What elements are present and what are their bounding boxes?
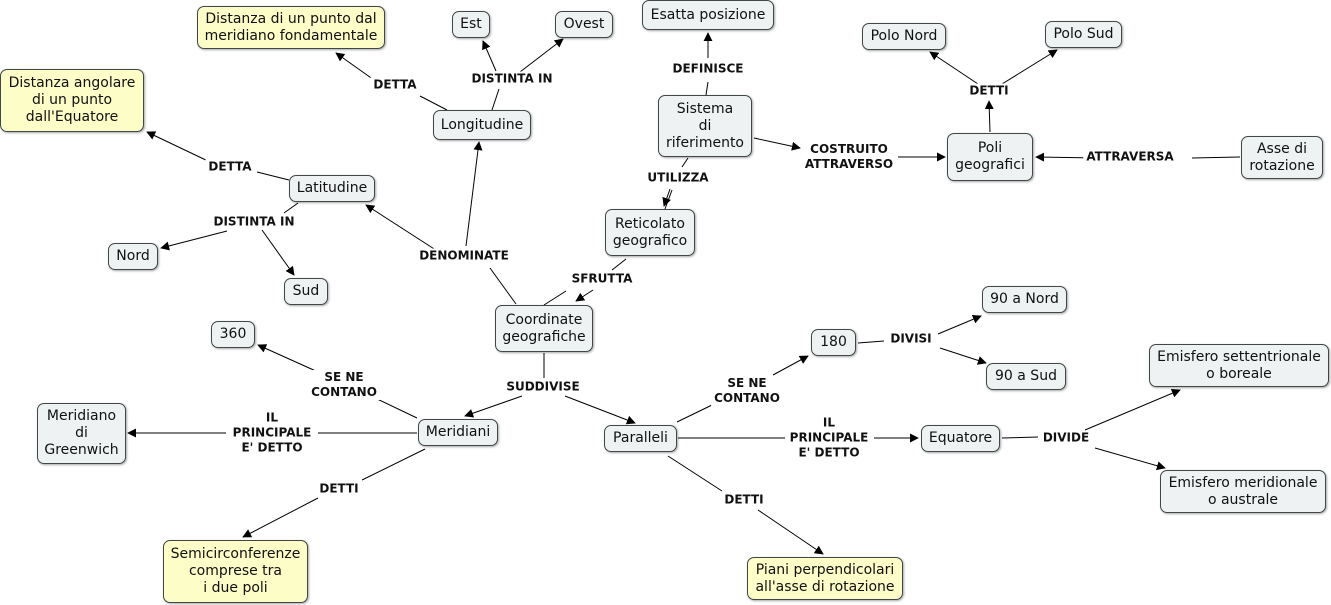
edge-detti-to-piani	[757, 509, 824, 555]
node-polo-nord[interactable]: Polo Nord	[862, 23, 946, 50]
link-label-se-ne-contano-meridiani: SE NE CONTANO	[308, 370, 380, 400]
edge-sfrutta-to-reticolato	[611, 258, 627, 271]
node-est[interactable]: Est	[452, 11, 490, 38]
node-reticolato-geografico[interactable]: Reticolato geografico	[605, 209, 695, 256]
node-asse-di-rotazione[interactable]: Asse di rotazione	[1241, 136, 1323, 179]
edge-meridiani-to-detti	[361, 448, 426, 481]
edge-sistema-to-definisce	[705, 81, 709, 96]
edge-divisi-to-90-sud	[939, 347, 987, 365]
node-semicirconferenze[interactable]: Semicirconferenze comprese tra i due pol…	[163, 540, 308, 603]
node-polo-sud[interactable]: Polo Sud	[1045, 21, 1122, 48]
edge-sistema-to-costruito	[753, 137, 801, 151]
edge-distinta-to-ovest	[519, 38, 564, 73]
edge-detta-to-distanza-angolare	[146, 131, 211, 163]
edge-se-ne-to-180	[772, 355, 809, 376]
link-label-costruito-attraverso: COSTRUITO ATTRAVERSO	[801, 142, 897, 172]
edge-180-to-divisi	[857, 340, 885, 344]
edge-detti-to-semicirconferenze	[242, 497, 319, 538]
link-label-detti-poli: DETTI	[966, 83, 1012, 99]
link-label-attraversa: ATTRAVERSA	[1083, 149, 1177, 165]
edge-suddivise-to-paralleli	[564, 395, 636, 425]
edge-paralleli-to-detti	[667, 455, 723, 492]
edge-detta-to-distanza-meridiano	[335, 52, 375, 81]
node-paralleli[interactable]: Paralleli	[604, 425, 677, 452]
edge-divisi-to-90-nord	[937, 314, 982, 335]
edge-utilizza-to-sistema	[681, 157, 689, 168]
node-180[interactable]: 180	[811, 329, 856, 356]
node-nord[interactable]: Nord	[108, 243, 158, 270]
edge-detti-to-polo-sud	[1001, 49, 1058, 85]
link-label-detti-paralleli: DETTI	[721, 492, 767, 508]
link-label-suddivise: SUDDIVISE	[503, 379, 583, 395]
node-90-nord[interactable]: 90 a Nord	[982, 286, 1067, 313]
edge-paralleli-to-se-ne	[676, 404, 713, 423]
edge-distinta-to-sud	[261, 229, 295, 276]
edge-se-ne-to-360	[257, 344, 319, 373]
node-equatore[interactable]: Equatore	[921, 425, 1000, 452]
link-label-distinta-in-longitudine: DISTINTA IN	[468, 71, 556, 87]
link-label-distinta-in-latitudine: DISTINTA IN	[210, 214, 298, 230]
edge-distinta-to-nord	[160, 230, 228, 251]
node-360[interactable]: 360	[211, 321, 255, 348]
node-90-sud[interactable]: 90 a Sud	[986, 363, 1066, 390]
edge-latitudine-to-detta	[256, 171, 290, 181]
node-meridiani[interactable]: Meridiani	[418, 419, 498, 446]
node-longitudine[interactable]: Longitudine	[433, 110, 531, 140]
node-sistema-di-riferimento[interactable]: Sistema di riferimento	[658, 95, 752, 157]
edge-coordinate-to-denominate	[489, 267, 517, 305]
edge-divide-to-emisfero-merid	[1094, 447, 1166, 471]
edge-detti-to-polo-nord	[929, 51, 979, 85]
node-distanza-angolare[interactable]: Distanza angolare di un punto dall'Equat…	[0, 69, 144, 132]
node-meridiano-greenwich[interactable]: Meridiano di Greenwich	[37, 403, 126, 464]
link-label-detta-latitudine: DETTA	[205, 159, 255, 175]
node-latitudine[interactable]: Latitudine	[289, 175, 375, 202]
link-label-principale-meridiani: IL PRINCIPALE E' DETTO	[229, 410, 315, 456]
node-sud[interactable]: Sud	[284, 278, 328, 305]
link-label-se-ne-contano-paralleli: SE NE CONTANO	[711, 376, 783, 406]
link-label-detta-longitudine: DETTA	[370, 77, 420, 93]
link-label-definisce: DEFINISCE	[669, 61, 747, 77]
edge-divide-to-emisfero-sett	[1084, 388, 1181, 431]
node-esatta-posizione[interactable]: Esatta posizione	[642, 0, 774, 30]
edge-latitudine-to-distinta	[283, 202, 299, 214]
edge-coordinate-to-sfrutta	[543, 290, 567, 306]
edge-equatore-to-divide	[1001, 436, 1039, 439]
edge-distinta-to-est	[482, 40, 497, 72]
link-label-utilizza: UTILIZZA	[644, 170, 712, 186]
link-label-detti-meridiani: DETTI	[316, 481, 362, 497]
node-emisfero-settentrionale[interactable]: Emisfero settentrionale o boreale	[1149, 344, 1329, 387]
link-label-denominate: DENOMINATE	[416, 248, 512, 264]
node-emisfero-meridionale[interactable]: Emisfero meridionale o australe	[1160, 470, 1326, 513]
node-poli-geografici[interactable]: Poli geografici	[947, 133, 1033, 181]
node-coordinate-geografiche[interactable]: Coordinate geografiche	[495, 305, 593, 352]
link-label-sfrutta: SFRUTTA	[568, 271, 636, 287]
edge-longitudine-to-detta	[419, 95, 448, 111]
link-label-divide: DIVIDE	[1039, 430, 1093, 446]
node-distanza-meridiano[interactable]: Distanza di un punto dal meridiano fonda…	[197, 6, 385, 49]
edge-denominate-to-latitudine	[365, 204, 443, 255]
edge-denominate-to-longitudine	[465, 141, 483, 247]
node-piani-perpendicolari[interactable]: Piani perpendicolari all'asse di rotazio…	[747, 557, 903, 600]
edge-utilizza-arrow	[662, 188, 671, 207]
edge-poli-to-detti	[984, 100, 994, 133]
edge-asse-to-attraversa	[1191, 156, 1241, 159]
link-label-divisi: DIVISI	[887, 331, 935, 347]
edge-suddivise-to-meridiani	[464, 395, 523, 418]
edge-longitudine-to-distinta	[491, 88, 500, 111]
link-label-principale-paralleli: IL PRINCIPALE E' DETTO	[786, 415, 872, 461]
edge-meridiani-to-se-ne	[374, 397, 418, 419]
edge-sfrutta-to-coordinate	[575, 289, 594, 302]
node-ovest[interactable]: Ovest	[555, 11, 613, 38]
